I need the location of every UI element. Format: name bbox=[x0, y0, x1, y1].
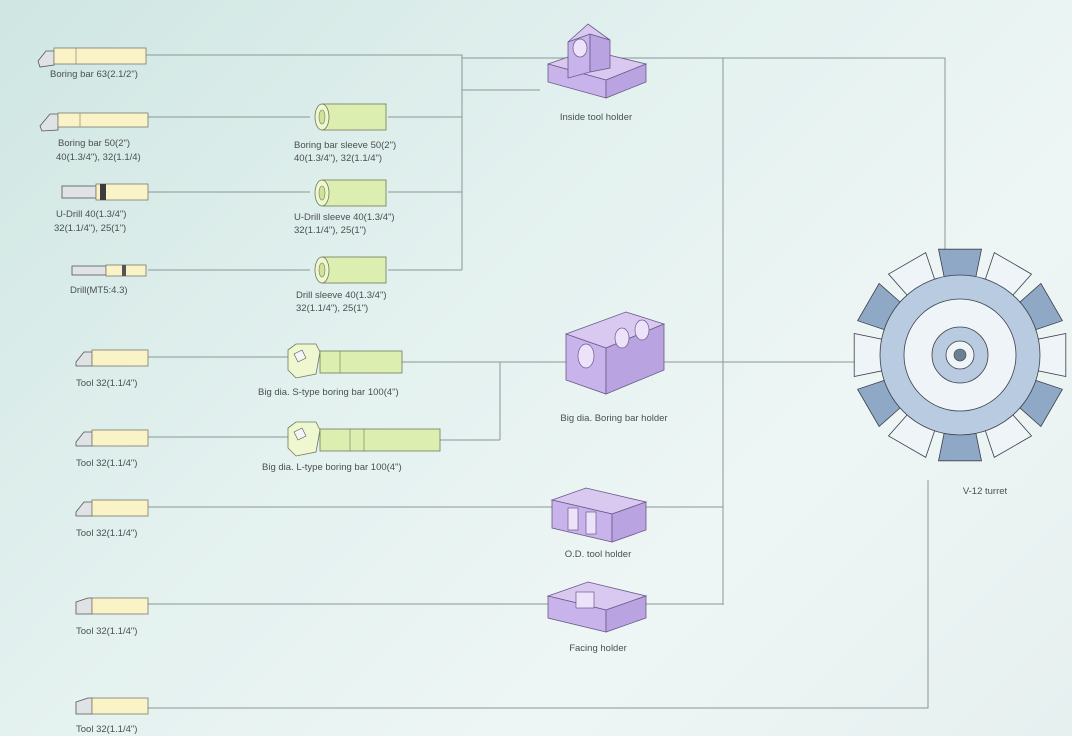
tool-label: Tool 32(1.1/4") bbox=[76, 378, 137, 389]
big-dia-l-type-boring-bar bbox=[288, 422, 440, 456]
holder-label: Inside tool holder bbox=[560, 112, 632, 123]
big-dia-s-type-boring-bar bbox=[288, 344, 402, 378]
big-dia-label: Big dia. L-type boring bar 100(4") bbox=[262, 462, 402, 473]
sleeve-label: 32(1.1/4"), 25(1") bbox=[294, 225, 366, 236]
tool-32-d bbox=[76, 598, 148, 614]
tool-label: Tool 32(1.1/4") bbox=[76, 626, 137, 637]
tool-label: 32(1.1/4"), 25(1") bbox=[54, 223, 126, 234]
boring-bar-sleeve bbox=[315, 104, 386, 130]
big-dia-boring-bar-holder bbox=[566, 312, 664, 394]
holder-label: O.D. tool holder bbox=[565, 549, 632, 560]
tool-32-b bbox=[76, 430, 148, 446]
big-dia-label: Big dia. S-type boring bar 100(4") bbox=[258, 387, 399, 398]
sleeve-label: Drill sleeve 40(1.3/4") bbox=[296, 290, 387, 301]
tool-u-drill bbox=[62, 184, 148, 200]
inside-tool-holder bbox=[548, 24, 646, 98]
tool-drill bbox=[72, 265, 146, 276]
tool-boring-bar-50 bbox=[40, 113, 148, 131]
facing-holder bbox=[548, 582, 646, 632]
tool-32-a bbox=[76, 350, 148, 366]
holder-label: Big dia. Boring bar holder bbox=[560, 413, 667, 424]
tool-label: Tool 32(1.1/4") bbox=[76, 458, 137, 469]
tool-32-e bbox=[76, 698, 148, 714]
tool-label: Drill(MT5:4.3) bbox=[70, 285, 128, 296]
tool-label: U-Drill 40(1.3/4") bbox=[56, 209, 126, 220]
od-tool-holder bbox=[552, 488, 646, 542]
tool-32-c bbox=[76, 500, 148, 516]
u-drill-sleeve bbox=[315, 180, 386, 206]
sleeve-label: Boring bar sleeve 50(2") bbox=[294, 140, 396, 151]
sleeve-label: U-Drill sleeve 40(1.3/4") bbox=[294, 212, 395, 223]
v-12-turret bbox=[854, 249, 1066, 461]
sleeve-label: 40(1.3/4"), 32(1.1/4") bbox=[294, 153, 382, 164]
sleeve-label: 32(1.1/4"), 25(1") bbox=[296, 303, 368, 314]
drill-sleeve bbox=[315, 257, 386, 283]
connector-lines bbox=[146, 55, 945, 708]
tool-label: 40(1.3/4"), 32(1.1/4) bbox=[56, 152, 141, 163]
tool-label: Tool 32(1.1/4") bbox=[76, 724, 137, 735]
tool-boring-bar-63 bbox=[38, 48, 146, 67]
tool-label: Boring bar 50(2") bbox=[58, 138, 130, 149]
turret-label: V-12 turret bbox=[963, 486, 1008, 497]
tool-label: Tool 32(1.1/4") bbox=[76, 528, 137, 539]
tool-label: Boring bar 63(2.1/2") bbox=[50, 69, 138, 80]
holder-label: Facing holder bbox=[569, 643, 627, 654]
